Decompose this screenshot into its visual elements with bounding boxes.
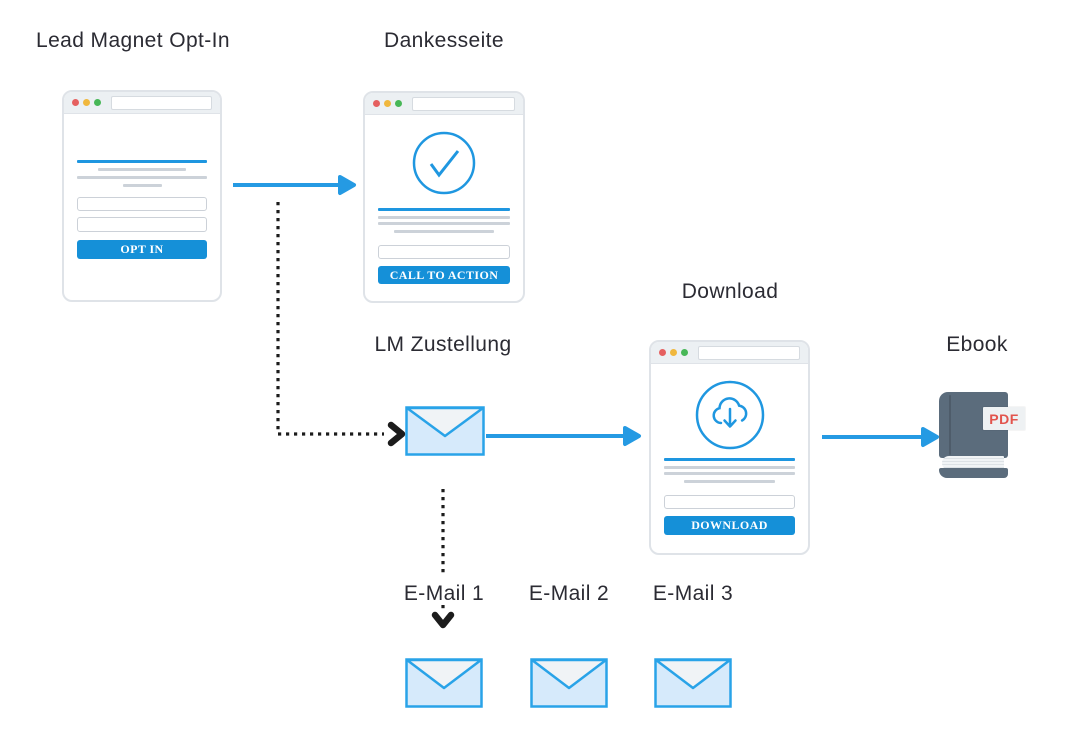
mock-text-line [393,230,495,233]
optin-window: OPT IN [62,90,222,302]
address-bar [412,96,515,111]
mock-text-line [683,480,776,483]
window-dot-yellow-icon [670,349,677,356]
email-3-envelope-icon [654,658,732,708]
mock-input-field [77,217,207,232]
email-1-label: E-Mail 1 [403,582,485,605]
check-circle-icon [412,131,476,195]
window-dot-yellow-icon [384,100,391,107]
call-to-action-button: CALL TO ACTION [378,266,510,284]
window-dot-green-icon [395,100,402,107]
mock-text-line [664,472,795,475]
browser-titlebar [365,93,523,115]
book-pages [942,456,1004,470]
email-2-label: E-Mail 2 [528,582,610,605]
download-label: Download [681,280,779,303]
mock-text-line [378,216,510,219]
arrow-download-to-ebook [822,427,939,447]
mock-text-line [97,168,187,171]
cloud-download-icon [695,380,764,450]
arrow-delivery-to-download [486,426,641,446]
book-pdf-icon: PDF [939,392,1025,478]
mock-text-line [122,184,162,187]
mock-input-field [664,495,795,509]
mock-headline-line [378,208,510,211]
browser-titlebar [64,92,220,114]
optin-page-content: OPT IN [64,160,220,259]
thankyou-page-content: CALL TO ACTION [365,131,523,284]
browser-titlebar [651,342,808,364]
mock-headline-line [664,458,795,461]
window-dot-yellow-icon [83,99,90,106]
email-2-envelope-icon [530,658,608,708]
download-window: DOWNLOAD [649,340,810,555]
email-1-envelope-icon [405,658,483,708]
mock-headline-line [77,160,207,163]
mock-text-line [378,222,510,225]
address-bar [698,345,800,360]
mock-text-line [77,176,207,179]
book-back-cover [939,468,1008,478]
arrow-optin-to-thankyou [233,175,356,195]
window-dot-red-icon [72,99,79,106]
mock-text-line [664,466,795,469]
mock-input-field [378,245,510,259]
mock-input-field [77,197,207,211]
window-dot-green-icon [94,99,101,106]
window-dot-red-icon [373,100,380,107]
pdf-badge: PDF [983,407,1025,430]
email-3-label: E-Mail 3 [652,582,734,605]
optin-label: Lead Magnet Opt-In [36,29,230,52]
download-page-content: DOWNLOAD [651,379,808,535]
ebook-label: Ebook [946,333,1008,356]
thankyou-label: Dankesseite [384,29,504,52]
address-bar [111,95,212,110]
download-button: DOWNLOAD [664,516,795,535]
window-dot-red-icon [659,349,666,356]
thankyou-window: CALL TO ACTION [363,91,525,303]
lm-delivery-envelope-icon [405,406,485,456]
window-dot-green-icon [681,349,688,356]
delivery-label: LM Zustellung [374,333,512,356]
book-spine-crease [949,395,951,455]
optin-button: OPT IN [77,240,207,259]
